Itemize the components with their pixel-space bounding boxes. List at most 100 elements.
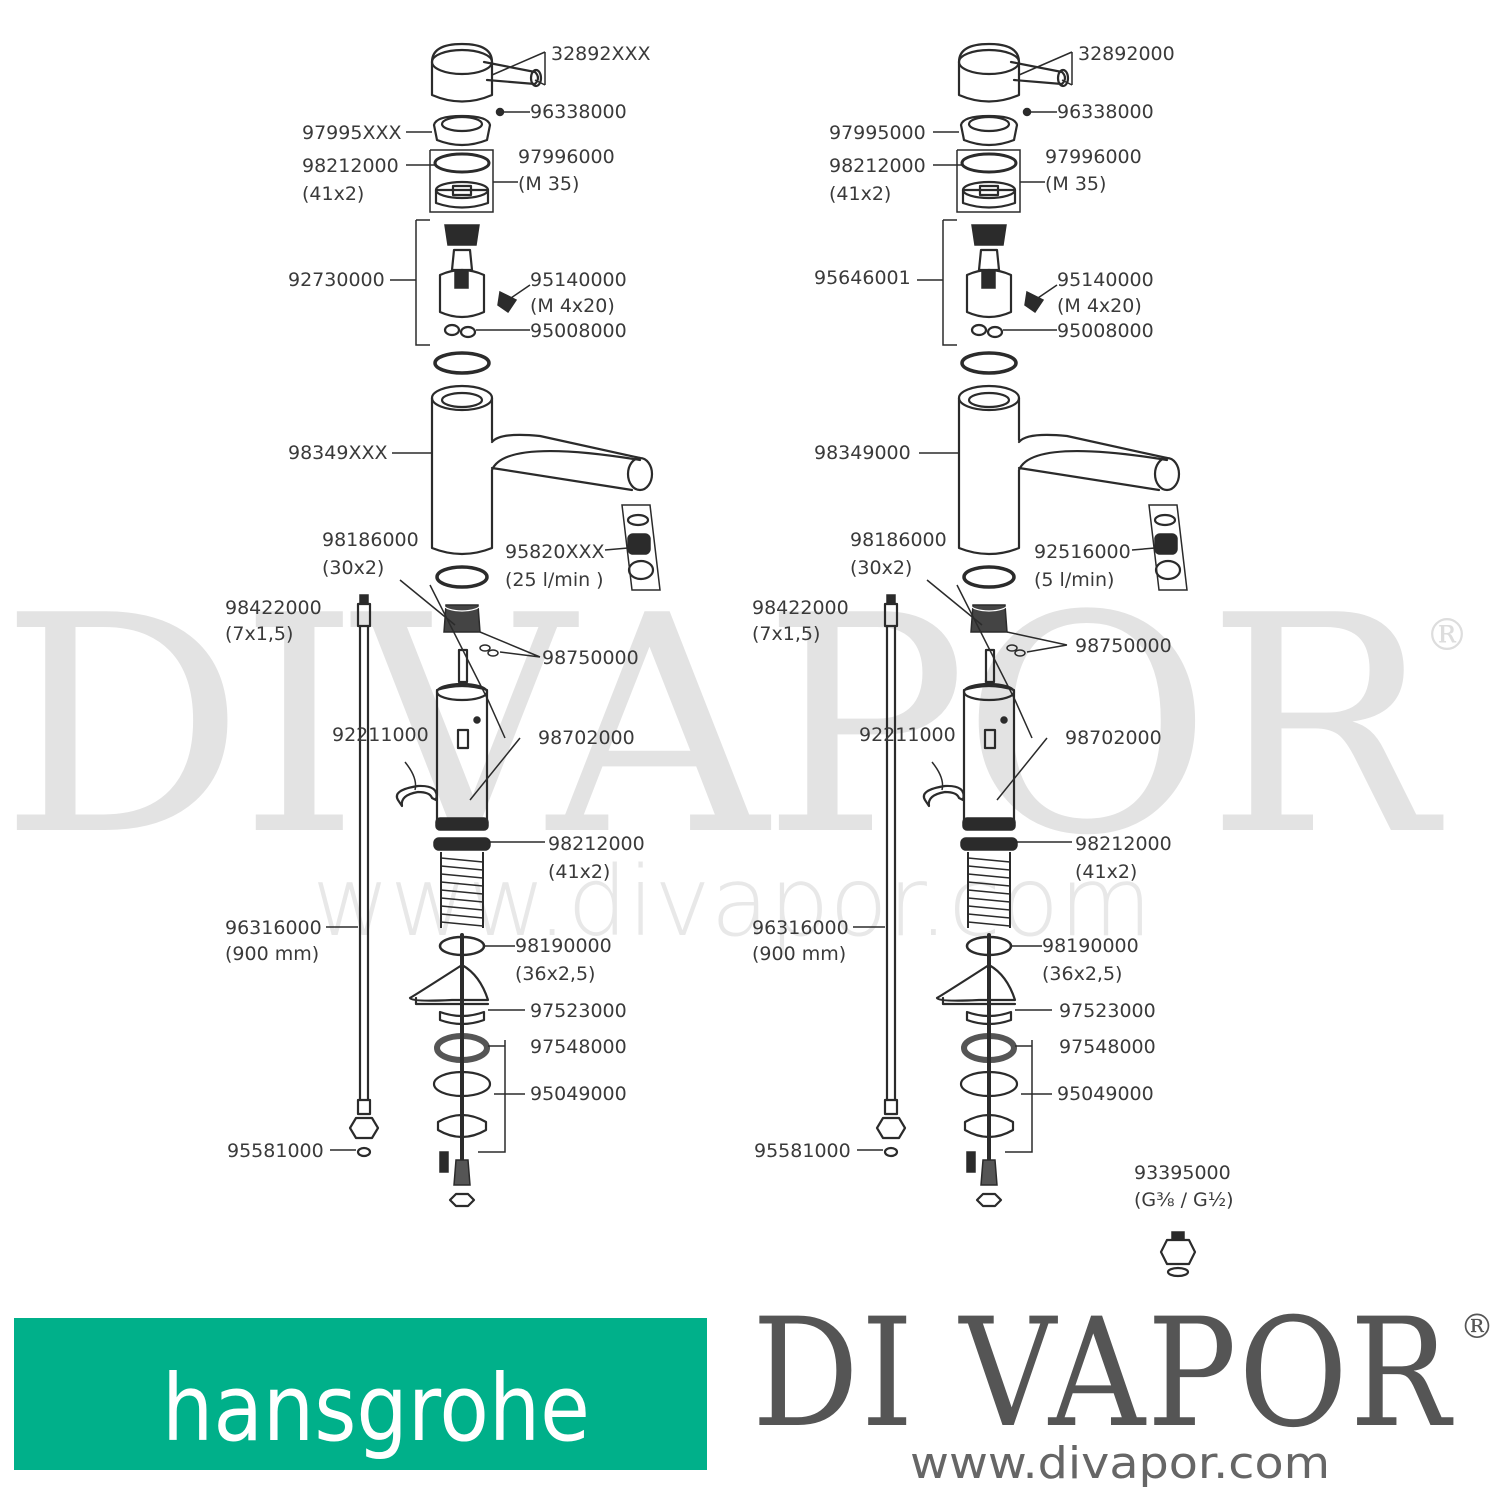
- hansgrohe-logo-text: hansgrohe: [162, 1355, 590, 1462]
- label-grub-screw: 96338000: [530, 101, 627, 123]
- label-screw: 95140000: [530, 269, 627, 291]
- label-hose-length: (900 mm): [225, 943, 319, 965]
- left-faucet-drawing: [326, 42, 661, 1208]
- label-oring-base: 98186000: [850, 529, 947, 551]
- label-cover: 97995000: [829, 122, 926, 144]
- label-adapter-size: (G⅜ / G½): [1134, 1189, 1234, 1211]
- stud-part: [980, 1159, 998, 1186]
- label-screw: 95140000: [1057, 269, 1154, 291]
- seal-set-part: [970, 323, 1004, 339]
- cover-part: [959, 114, 1019, 147]
- label-nut-size: (M 35): [1045, 173, 1106, 195]
- stud-nut-part: [448, 1192, 476, 1208]
- label-valve-seal: 98750000: [1075, 635, 1172, 657]
- clip-arrow: [931, 761, 944, 791]
- label-grub-screw: 96338000: [1057, 101, 1154, 123]
- label-handle: 32892000: [1078, 43, 1175, 65]
- label-oring-shank-size: (41x2): [548, 861, 610, 883]
- adapter-part: [1159, 1231, 1197, 1278]
- label-valve-seal: 98750000: [542, 647, 639, 669]
- valve-seal-part: [1006, 644, 1026, 657]
- label-washer: 97548000: [530, 1036, 627, 1058]
- divapor-brand-name: DI VAPOR: [752, 1287, 1454, 1461]
- divapor-registered-mark: ®: [1460, 1307, 1494, 1347]
- label-hose-seal: 95581000: [227, 1140, 324, 1162]
- label-aerator: 92516000: [1034, 541, 1131, 563]
- label-nut: 97996000: [518, 146, 615, 168]
- flexible-hose-part: [875, 594, 907, 1158]
- mounting-plate-part: [408, 963, 490, 1006]
- clip-part: [395, 784, 438, 808]
- screw-part: [497, 290, 518, 314]
- fixing-nut-part: [436, 1113, 488, 1139]
- label-oring-top-size: (41x2): [829, 183, 891, 205]
- label-oring-shank: 98212000: [548, 833, 645, 855]
- cartridge-oring-part: [433, 351, 491, 375]
- label-aerator: 95820XXX: [505, 541, 605, 563]
- label-adapter: 93395000: [1134, 1162, 1231, 1184]
- grub-screw-part: [495, 107, 505, 117]
- stud-nut-part: [975, 1192, 1003, 1208]
- label-body: 98349XXX: [288, 442, 388, 464]
- divapor-brand: DI VAPOR ® www.divapor.com: [752, 1287, 1494, 1489]
- cartridge-part: [965, 224, 1013, 319]
- handle-part: [957, 42, 1070, 103]
- label-hose-conn-size: (7x1,5): [752, 623, 820, 645]
- fixing-bolt-part: [439, 1151, 449, 1173]
- label-hose-conn: 98422000: [752, 597, 849, 619]
- label-clip: 92211000: [332, 724, 429, 746]
- divapor-url: www.divapor.com: [910, 1438, 1330, 1489]
- label-screw-size: (M 4x20): [530, 295, 615, 317]
- label-oring-base: 98186000: [322, 529, 419, 551]
- label-hose-conn-size: (7x1,5): [225, 623, 293, 645]
- left-labels: 32892XXX 96338000 97995XXX 98212000 (41x…: [225, 43, 651, 1162]
- plate-spacer-part: [438, 1010, 486, 1026]
- watermark-registered-mark: ®: [1425, 610, 1469, 661]
- watermark-text: DIVAPOR: [0, 552, 1445, 901]
- label-oring-lower: 98190000: [1042, 935, 1139, 957]
- valve-seal-part: [479, 644, 499, 657]
- shank-part: [433, 648, 491, 928]
- label-aerator-flow: (5 l/min): [1034, 569, 1114, 591]
- label-nut-size: (M 35): [518, 173, 579, 195]
- label-cartridge: 92730000: [288, 269, 385, 291]
- label-oring-top-size: (41x2): [302, 183, 364, 205]
- aerator-part: [1148, 504, 1188, 591]
- stud-part: [453, 1159, 471, 1186]
- right-faucet-drawing: [853, 42, 1197, 1278]
- shank-part: [960, 648, 1018, 928]
- watermark: DIVAPOR ® www.divapor.com: [0, 552, 1469, 958]
- label-handle: 32892XXX: [551, 43, 651, 65]
- label-valve-set: 98702000: [1065, 727, 1162, 749]
- left-leader-lines: [326, 51, 629, 1153]
- clip-part: [922, 784, 965, 808]
- watermark-url: www.divapor.com: [312, 846, 1152, 958]
- label-cartridge: 95646001: [814, 267, 911, 289]
- label-oring-lower: 98190000: [515, 935, 612, 957]
- label-washer: 97548000: [1059, 1036, 1156, 1058]
- base-oring-part: [962, 565, 1016, 589]
- fixing-nut-part: [963, 1113, 1015, 1139]
- label-aerator-flow: (25 l/min ): [505, 569, 604, 591]
- label-body: 98349000: [814, 442, 911, 464]
- label-hose-conn: 98422000: [225, 597, 322, 619]
- label-clip: 92211000: [859, 724, 956, 746]
- label-hose: 96316000: [225, 917, 322, 939]
- label-oring-lower-size: (36x2,5): [1042, 963, 1122, 985]
- hansgrohe-logo-box: [14, 1318, 707, 1470]
- label-fixing-set: 95049000: [1057, 1083, 1154, 1105]
- plate-spacer-part: [965, 1010, 1013, 1026]
- fixing-bolt-part: [966, 1151, 976, 1173]
- label-oring-top: 98212000: [302, 155, 399, 177]
- grub-screw-part: [1022, 107, 1032, 117]
- faucet-body-part: [957, 384, 1181, 556]
- cartridge-oring-part: [960, 351, 1018, 375]
- seal-set-part: [443, 323, 477, 339]
- hansgrohe-logo: hansgrohe: [14, 1318, 707, 1470]
- label-screw-size: (M 4x20): [1057, 295, 1142, 317]
- label-oring-shank-size: (41x2): [1075, 861, 1137, 883]
- aerator-part: [621, 504, 661, 591]
- label-oring-base-size: (30x2): [850, 557, 912, 579]
- label-hose: 96316000: [752, 917, 849, 939]
- label-hose-length: (900 mm): [752, 943, 846, 965]
